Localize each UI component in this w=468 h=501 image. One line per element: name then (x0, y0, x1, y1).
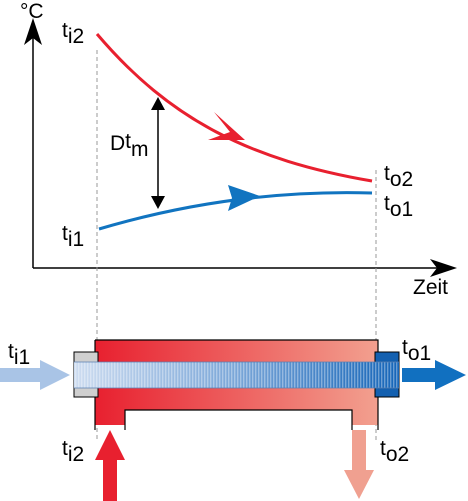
graph-label-ti1: ti1 (62, 222, 84, 251)
cold-curve-arrow-icon (228, 185, 260, 211)
graph-label-dtm: Dtm (110, 130, 149, 161)
y-axis-unit: °C (20, 0, 44, 23)
cold-inlet-arrow-icon (0, 360, 70, 390)
exchanger-label-ti1: ti1 (8, 340, 30, 369)
y-axis-arrow-icon (24, 18, 42, 45)
graph-label-to2: to2 (384, 162, 413, 191)
heat-exchanger (73, 339, 400, 430)
exchanger-label-to1: to1 (402, 336, 431, 365)
cold-outlet-arrow-icon (402, 360, 466, 390)
flow-arrows (0, 360, 466, 501)
delta-tm-down-arrow-icon (151, 196, 165, 209)
x-axis-label: Zeit (413, 276, 448, 299)
hot-curve-line (95, 33, 373, 183)
axes: °C Zeit (20, 0, 457, 299)
graph-label-to1: to1 (384, 192, 413, 221)
delta-tm-arrow (151, 97, 165, 209)
exchanger-label-ti2: ti2 (62, 437, 84, 466)
inner-outline (124, 409, 353, 430)
delta-tm-up-arrow-icon (151, 97, 165, 110)
hot-curve (95, 33, 373, 183)
cold-curve-line (98, 191, 373, 231)
hot-outlet-arrow-icon (344, 430, 374, 499)
exchanger-label-to2: to2 (380, 437, 409, 466)
x-axis-arrow-icon (430, 259, 457, 277)
tube-bundle-stripes (74, 362, 399, 388)
graph-label-ti2: ti2 (62, 19, 84, 48)
hot-curve-arrow-icon (208, 112, 245, 140)
cold-curve (98, 185, 373, 231)
hot-inlet-arrow-icon (95, 430, 125, 501)
